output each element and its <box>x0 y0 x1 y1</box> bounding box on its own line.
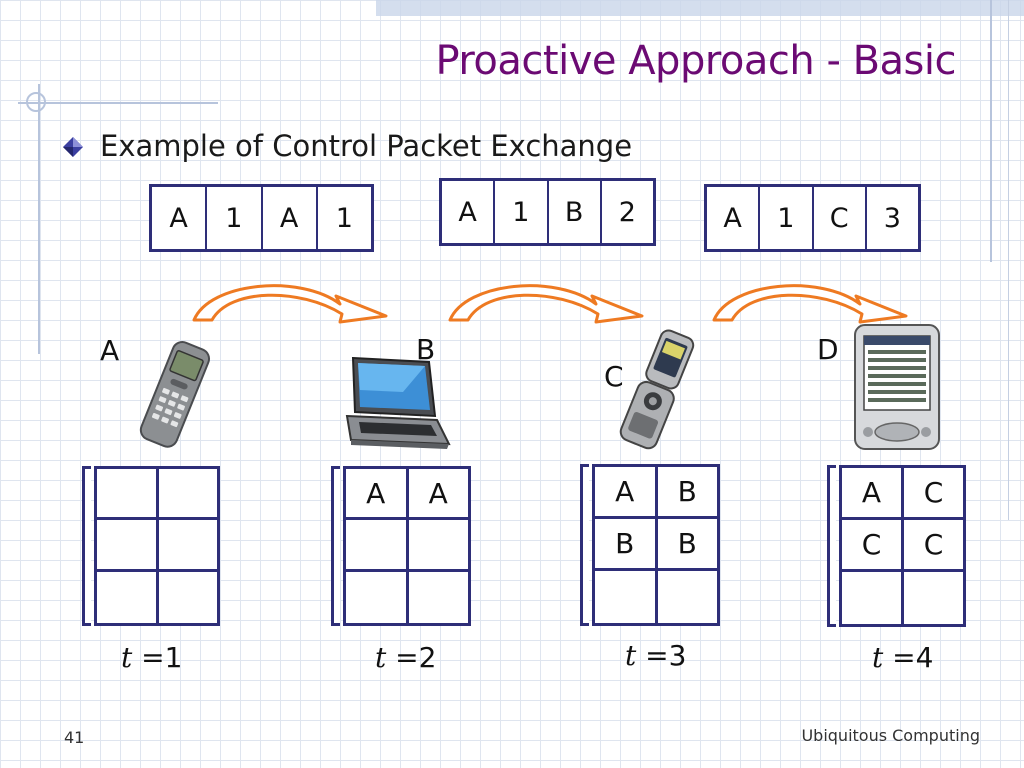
mobile-phone-icon <box>139 341 211 448</box>
table-cell: C <box>901 468 963 520</box>
packet-cell: A <box>442 181 496 243</box>
table-cell <box>94 469 156 521</box>
right-decor-line-thin <box>1008 0 1009 520</box>
table-cell: A <box>839 468 901 520</box>
table-cell: A <box>343 469 406 521</box>
table-cell <box>155 520 217 572</box>
right-decor-line <box>990 0 992 262</box>
packet-cell: C <box>814 187 867 249</box>
time-label-3: t =3 <box>625 639 686 672</box>
curved-arrow-icon <box>192 284 388 324</box>
table-cell <box>155 469 217 521</box>
course-name: Ubiquitous Computing <box>801 726 980 745</box>
node-label-d: D <box>817 333 839 366</box>
time-label-2: t =2 <box>375 641 436 674</box>
time-label-1: t =1 <box>121 641 182 674</box>
time-value: =4 <box>883 641 934 674</box>
packet-cell: 1 <box>495 181 549 243</box>
page-number: 41 <box>64 728 85 747</box>
decor-ring <box>26 92 46 112</box>
routing-table-1 <box>82 466 220 626</box>
table-cell <box>654 571 718 623</box>
routing-table-4: A C C C <box>827 465 966 627</box>
packet-cell: 1 <box>207 187 263 249</box>
node-label-b: B <box>416 333 436 366</box>
packet-cell: B <box>549 181 602 243</box>
table-cell: B <box>654 467 717 519</box>
pda-icon <box>854 324 940 450</box>
table-cell <box>343 571 406 623</box>
time-var: t <box>121 641 133 674</box>
table-cell <box>94 520 156 572</box>
packet-cell: 2 <box>618 196 636 228</box>
left-decor-line <box>38 84 40 354</box>
control-packet-1: A 1 A 1 <box>149 184 374 252</box>
laptop-icon <box>345 356 451 449</box>
time-var: t <box>625 639 637 672</box>
time-var: t <box>872 641 884 674</box>
table-cell <box>343 520 406 572</box>
table-cell: C <box>839 520 901 572</box>
table-cell: B <box>654 519 717 571</box>
table-cell: A <box>405 469 468 521</box>
packet-cell: 1 <box>335 202 353 234</box>
table-cell: A <box>592 467 655 519</box>
time-label-4: t =4 <box>872 641 933 674</box>
table-cell <box>405 571 469 623</box>
time-var: t <box>375 641 387 674</box>
packet-cell: A <box>263 187 318 249</box>
bullet-text: Example of Control Packet Exchange <box>100 129 633 163</box>
time-value: =3 <box>636 639 687 672</box>
packet-cell: 1 <box>760 187 814 249</box>
packet-cell: 3 <box>883 202 901 234</box>
table-cell: B <box>592 519 655 571</box>
table-cell <box>94 571 156 623</box>
table-cell <box>405 520 468 572</box>
table-cell <box>901 572 963 624</box>
packet-cell: A <box>707 187 761 249</box>
table-cell <box>155 571 218 623</box>
top-decor-bar <box>376 0 1024 16</box>
flip-phone-icon <box>619 329 695 450</box>
time-value: =2 <box>386 641 437 674</box>
routing-table-2: A A <box>331 466 471 626</box>
control-packet-2: A 1 B 2 <box>439 178 656 246</box>
diamond-bullet-icon <box>63 137 83 157</box>
table-cell: C <box>901 520 963 572</box>
table-cell <box>592 571 655 623</box>
curved-arrow-icon <box>448 284 644 324</box>
left-decor-hline <box>18 102 218 104</box>
routing-table-3: A B B B <box>580 464 720 626</box>
node-label-a: A <box>100 334 120 367</box>
time-value: =1 <box>132 641 183 674</box>
control-packet-3: A 1 C 3 <box>704 184 921 252</box>
curved-arrow-icon <box>712 284 908 324</box>
table-cell <box>839 572 901 624</box>
node-label-c: C <box>604 360 624 393</box>
packet-cell: A <box>152 187 208 249</box>
slide-title: Proactive Approach - Basic <box>435 38 956 84</box>
